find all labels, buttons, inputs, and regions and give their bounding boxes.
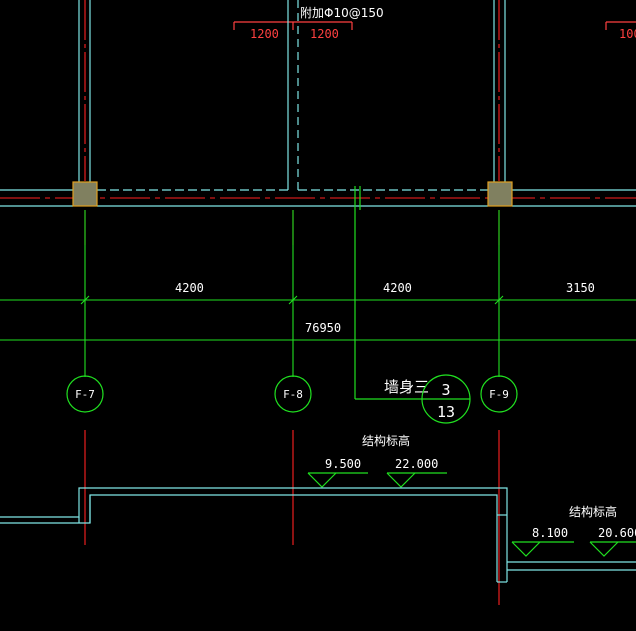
elevation-marks-right: 结构标高 8.100 20.600 xyxy=(511,504,636,557)
elevation-triangle-8100 xyxy=(511,541,541,557)
dimension-texts: 4200 4200 3150 76950 xyxy=(175,281,595,335)
section-callout-label: 墙身三 xyxy=(384,378,429,396)
axis-bubble-f8 xyxy=(274,375,312,413)
section-callout-circle xyxy=(421,374,471,424)
edge-dim: 100 xyxy=(619,27,636,41)
dim-span-3: 3150 xyxy=(566,281,595,295)
section-callout-sheet: 13 xyxy=(437,403,455,421)
axis-bubbles: F-7 F-8 F-9 xyxy=(66,375,518,413)
rebar-annotation: 附加Φ10@150 1200 1200 100 xyxy=(233,6,636,41)
section-callout-number: 3 xyxy=(441,381,450,399)
elevation-triangle-20600 xyxy=(589,541,619,557)
slab-outline-inner xyxy=(0,494,498,524)
dim-total: 76950 xyxy=(305,321,341,335)
axis-bubble-f7 xyxy=(66,375,104,413)
axis-lines xyxy=(0,0,636,605)
elevation-triangle-9500 xyxy=(307,472,337,488)
section-callout: 墙身三 3 13 xyxy=(384,374,471,424)
dimension-lines xyxy=(0,210,636,377)
dim-span-1: 4200 xyxy=(175,281,204,295)
axis-label-f8: F-8 xyxy=(283,388,303,401)
dim-tick-f9 xyxy=(494,295,504,305)
elevation-label-right: 结构标高 xyxy=(569,504,617,519)
dim-tick-f8 xyxy=(288,295,298,305)
elevation-value-9500: 9.500 xyxy=(325,457,361,471)
axis-label-f9: F-9 xyxy=(489,388,509,401)
elevation-value-20600: 20.600 xyxy=(598,526,636,540)
columns xyxy=(72,181,513,207)
lower-walls xyxy=(0,487,636,583)
elevation-marks-left: 结构标高 9.500 22.000 xyxy=(307,433,447,488)
column-f9 xyxy=(487,181,513,207)
rebar-label: 附加Φ10@150 xyxy=(300,6,384,20)
rebar-dim-right: 1200 xyxy=(310,27,339,41)
elevation-triangle-22000 xyxy=(386,472,416,488)
section-cut-marker xyxy=(354,186,470,400)
rebar-dim-left: 1200 xyxy=(250,27,279,41)
elevation-value-22000: 22.000 xyxy=(395,457,438,471)
axis-bubble-f9 xyxy=(480,375,518,413)
dim-span-2: 4200 xyxy=(383,281,412,295)
axis-label-f7: F-7 xyxy=(75,388,95,401)
upper-walls xyxy=(0,0,636,207)
dim-tick-f7 xyxy=(80,295,90,305)
column-f7 xyxy=(72,181,98,207)
elevation-label-left: 结构标高 xyxy=(362,433,410,448)
slab-outline-top xyxy=(0,487,508,518)
elevation-value-8100: 8.100 xyxy=(532,526,568,540)
